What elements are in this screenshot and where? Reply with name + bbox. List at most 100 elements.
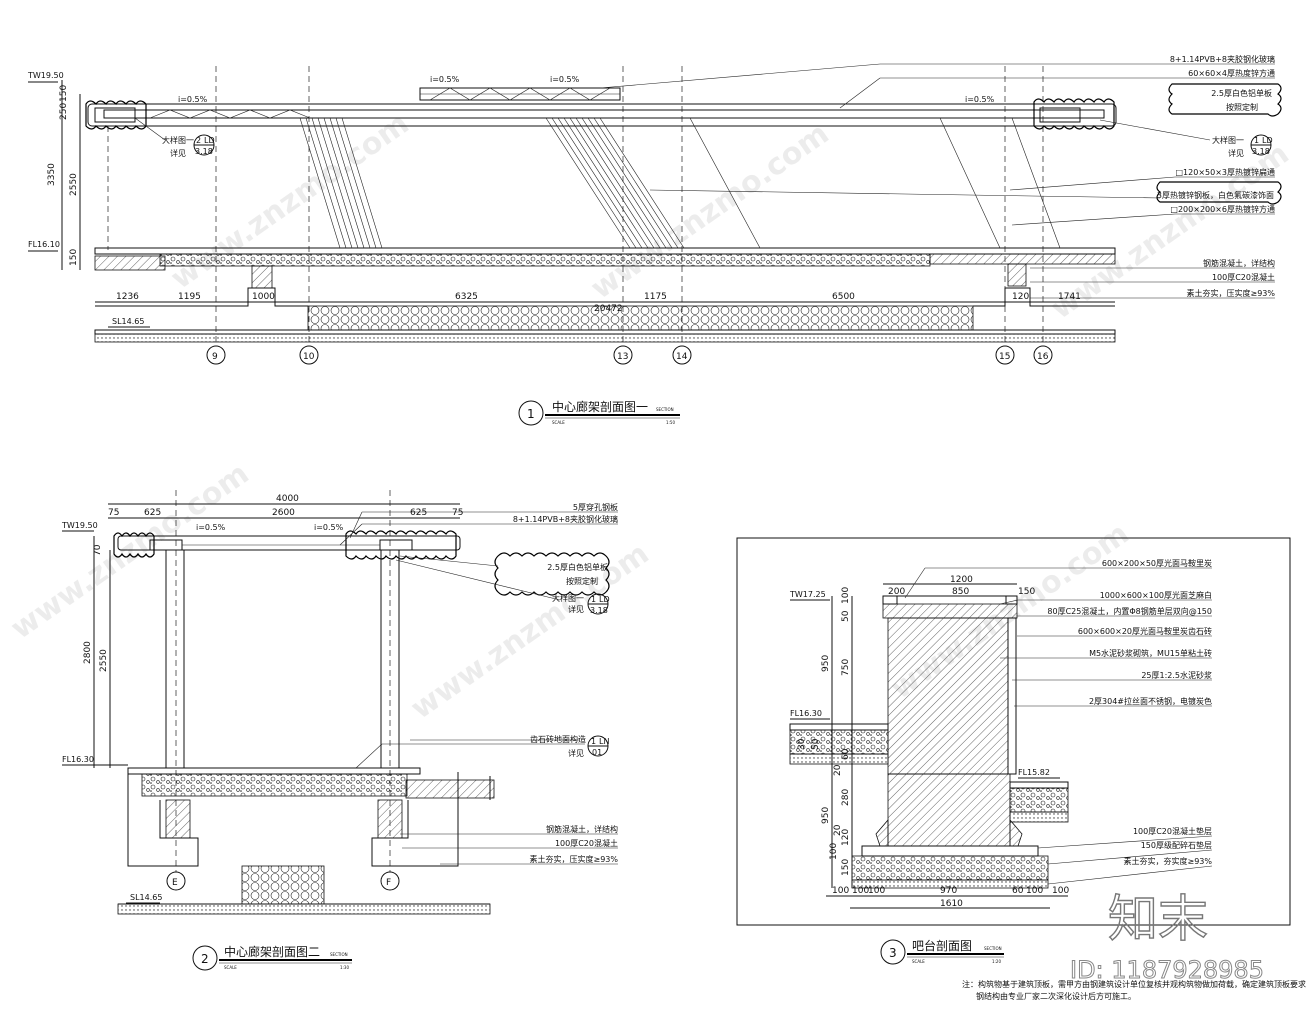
vdim: 950 (821, 655, 831, 672)
svg-text:3.18: 3.18 (1252, 147, 1270, 156)
material-note: 100厚C20混凝土垫层 (1133, 826, 1212, 836)
elevation-tw: TW19.50 (27, 71, 64, 80)
svg-text:1:50: 1:50 (666, 420, 675, 425)
hdim: 625 (410, 508, 427, 518)
watermark: www.znzmo.com (5, 456, 256, 646)
svg-text:大样图一: 大样图一 (162, 135, 194, 145)
axis-label: 10 (303, 352, 315, 362)
svg-text:详见: 详见 (568, 604, 584, 614)
total-dim: 20472 (594, 304, 623, 314)
hdim: 100 (832, 886, 849, 896)
slope-label: i=0.5% (965, 95, 995, 104)
svg-text:3.18: 3.18 (590, 606, 608, 615)
section-1: 150 250 3350 2550 150 TW19.50 FL16.10 SL… (27, 54, 1282, 426)
vdim: 280 (841, 789, 851, 806)
section-title: 吧台剖面图 (912, 938, 972, 953)
detail-callout-left: 大样图一 详见 2 LD 3.18 (134, 117, 215, 158)
section-title: 中心廊架剖面图二 (224, 944, 320, 959)
svg-text:1: 1 (591, 737, 596, 746)
svg-text:1: 1 (591, 595, 596, 604)
hdim: 1741 (1058, 292, 1081, 302)
vdim: 70 (93, 544, 103, 556)
axis-label: 14 (676, 352, 688, 362)
material-note: 1000×600×100厚光面芝麻白 (1100, 590, 1212, 600)
elevation-sl: SL14.65 (112, 317, 144, 326)
material-note: 25厚1:2.5水泥砂浆 (1141, 670, 1212, 680)
axis-label: 9 (212, 352, 218, 362)
vdim: 150 (69, 249, 79, 266)
svg-text:大样图一: 大样图一 (1212, 135, 1244, 145)
hdim: 970 (940, 886, 957, 896)
svg-text:1: 1 (527, 407, 535, 421)
vdim: 150 (841, 859, 851, 876)
image-id: ID: 1187928985 (1070, 956, 1264, 984)
section-2-notes: 5厚穿孔钢板 8+1.14PVB+8夹胶钢化玻璃 2.5厚白色铝单板 按照定制 … (339, 502, 618, 865)
vdim: 100 (829, 843, 839, 860)
section-3-notes: 600×200×50厚光面马鞍里炭 1000×600×100厚光面芝麻白 80厚… (904, 558, 1213, 885)
vdim: 50 (841, 610, 851, 622)
material-note: 3厚热镀锌钢板，白色氟碳漆饰面 (1157, 190, 1274, 200)
hdim: 200 (888, 587, 905, 597)
axis-label: F (386, 878, 391, 888)
vdim: 2550 (69, 173, 79, 196)
vdim: 100 (841, 587, 851, 604)
section-title: 中心廊架剖面图一 (552, 399, 648, 414)
elevation-tw: TW19.50 (61, 521, 98, 530)
watermark: www.znzmo.com (585, 116, 836, 306)
material-note: 2.5厚白色铝单板 (1211, 88, 1272, 98)
material-note: 5厚穿孔钢板 (573, 502, 618, 512)
material-note: 600×600×20厚光面马鞍里炭齿石砖 (1078, 626, 1212, 636)
section-3-title: 3 吧台剖面图 SECTION SCALE 1:20 (880, 938, 1004, 965)
detail-callout-right: 大样图一 详见 1 LD 3.18 (1099, 119, 1273, 158)
svg-text:大样图一: 大样图一 (552, 593, 584, 603)
material-note: 60×60×4厚热度锌方通 (1188, 68, 1275, 78)
vdim: 20 (833, 824, 843, 836)
section-2: 4000 75 625 2600 625 75 i=0.5% i=0.5% 70… (61, 490, 618, 971)
hdim: 6500 (832, 292, 855, 302)
svg-text:1:30: 1:30 (340, 965, 349, 970)
elevation-fl: FL15.82 (1018, 768, 1050, 777)
vdim: 150 (59, 85, 69, 102)
vdim: 60 (841, 748, 851, 760)
material-note: 素土夯实，夯实度≥93% (1124, 856, 1213, 866)
hdim: 60 (1012, 886, 1024, 896)
logo: 知末 (1108, 890, 1208, 948)
elevation-fl: FL16.10 (28, 240, 60, 249)
material-note: 600×200×50厚光面马鞍里炭 (1102, 558, 1212, 568)
hdim: 6325 (455, 292, 478, 302)
elevation-fl: FL16.30 (62, 755, 94, 764)
hdim: 1236 (116, 292, 139, 302)
svg-text:齿石砖地面构造: 齿石砖地面构造 (530, 734, 586, 744)
svg-text:详见: 详见 (1228, 148, 1244, 158)
hdim: 100 (868, 886, 885, 896)
vdim: 20 (833, 764, 843, 776)
vdim: 250 (59, 103, 69, 120)
svg-text:SECTION: SECTION (656, 407, 674, 412)
material-note: 8+1.14PVB+8夹胶钢化玻璃 (1170, 54, 1275, 64)
svg-text:SECTION: SECTION (984, 946, 1002, 951)
vdim: 30 (797, 738, 807, 750)
svg-text:1:20: 1:20 (992, 959, 1001, 964)
svg-text:SCALE: SCALE (552, 420, 565, 425)
hdim: 850 (952, 587, 969, 597)
svg-text:2: 2 (201, 952, 209, 966)
slope-label: i=0.5% (314, 523, 344, 532)
section-2-title: 2 中心廊架剖面图二 SECTION SCALE 1:30 (192, 944, 352, 971)
svg-text:LD: LD (204, 136, 215, 145)
material-note: 2.5厚白色铝单板 (547, 562, 608, 572)
svg-text:SECTION: SECTION (330, 952, 348, 957)
hdim: 100 (1052, 886, 1069, 896)
svg-text:SCALE: SCALE (912, 959, 925, 964)
svg-text:详见: 详见 (170, 148, 186, 158)
elevation-sl: SL14.65 (130, 893, 162, 902)
elevation-fl: FL16.30 (790, 709, 822, 718)
vdim: 2800 (83, 641, 93, 664)
svg-text:SCALE: SCALE (224, 965, 237, 970)
hdim: 75 (452, 508, 463, 518)
svg-text:3.18: 3.18 (195, 147, 213, 156)
axis-label: 16 (1037, 352, 1049, 362)
hdim: 1195 (178, 292, 201, 302)
axis-label: 13 (617, 352, 628, 362)
svg-text:2: 2 (196, 136, 201, 145)
